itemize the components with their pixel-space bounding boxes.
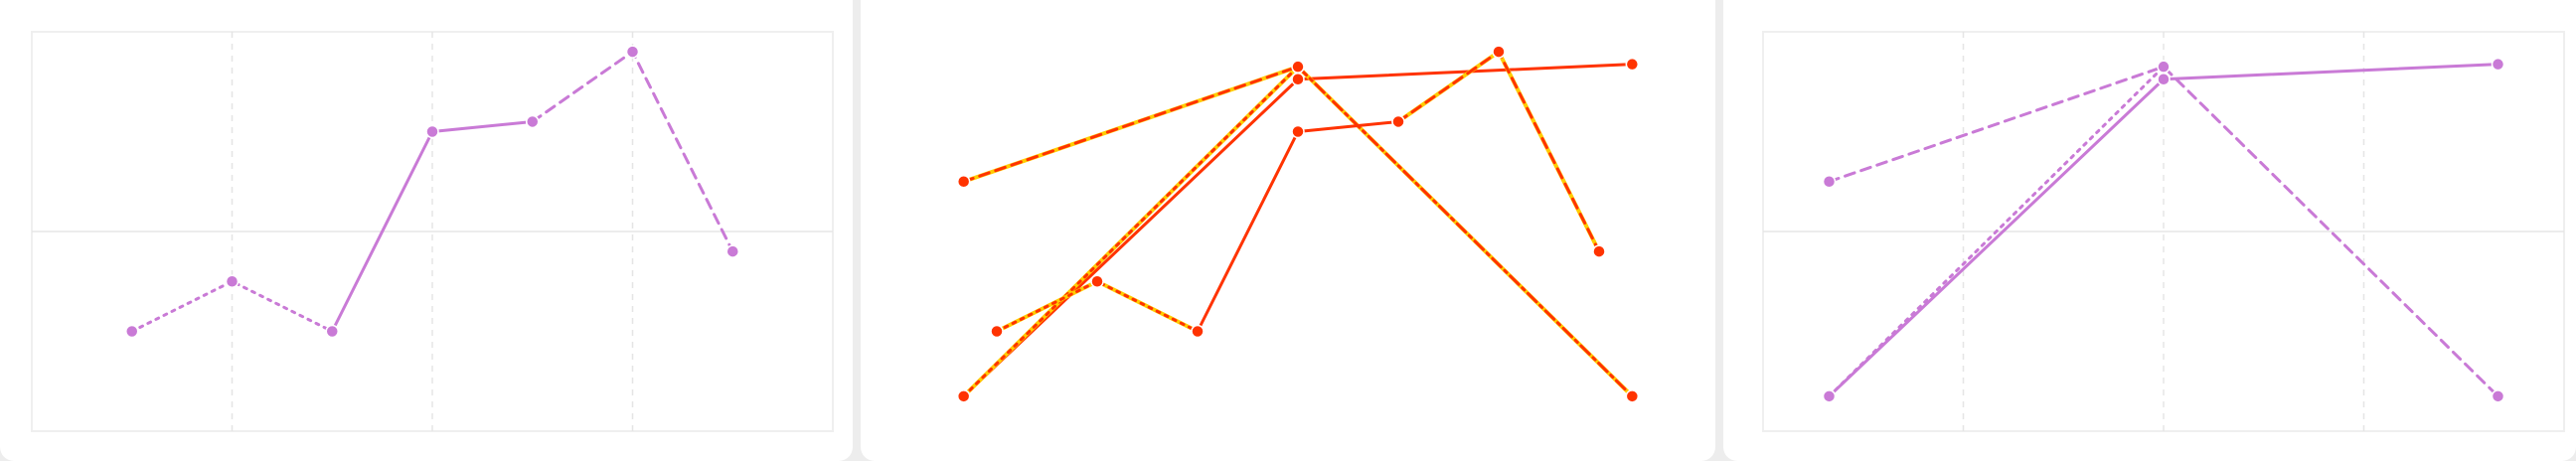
data-point xyxy=(1492,45,1506,59)
data-point xyxy=(1391,114,1405,129)
data-point xyxy=(125,324,139,339)
series-3 xyxy=(956,60,1305,189)
data-point xyxy=(2157,60,2171,74)
data-point xyxy=(1291,72,1305,86)
data-point xyxy=(725,244,739,258)
data-point xyxy=(990,324,1004,339)
data-point xyxy=(625,45,640,59)
data-point xyxy=(1291,60,1305,74)
series-line-underlay xyxy=(995,279,1200,334)
line-chart-right xyxy=(1762,31,2565,432)
series-line xyxy=(962,65,1300,398)
data-point xyxy=(1822,389,1837,403)
data-point xyxy=(1625,57,1640,72)
series-line xyxy=(995,279,1200,333)
line-chart-left xyxy=(31,31,834,432)
grid-group xyxy=(32,32,833,431)
data-point xyxy=(1090,274,1104,288)
line-chart-middle xyxy=(956,45,1640,403)
series-0 xyxy=(1822,57,2505,403)
series-line xyxy=(962,65,1300,184)
chart-panel-right xyxy=(1723,0,2576,461)
data-point xyxy=(526,114,540,129)
grid-group xyxy=(1763,32,2564,431)
data-point xyxy=(2157,72,2171,86)
series-line xyxy=(1196,119,1400,333)
series-line xyxy=(130,279,334,333)
series-line xyxy=(1827,65,2166,398)
series-line xyxy=(1296,65,1634,398)
chart-panel-middle xyxy=(861,0,1715,461)
series-2 xyxy=(526,45,739,258)
data-point xyxy=(1625,389,1640,403)
data-point xyxy=(1191,324,1205,339)
data-point xyxy=(1291,124,1305,139)
series-0 xyxy=(956,57,1640,403)
data-point xyxy=(1592,244,1606,258)
data-point xyxy=(425,124,439,139)
data-point xyxy=(1822,175,1837,189)
series-line xyxy=(1396,50,1601,253)
series-2 xyxy=(1822,60,2505,403)
data-point xyxy=(325,324,339,339)
series-2 xyxy=(1291,60,1640,403)
data-point xyxy=(2491,57,2505,72)
series-1 xyxy=(956,60,1305,403)
data-point xyxy=(225,274,240,288)
chart-panel-left xyxy=(0,0,853,461)
series-line-underlay xyxy=(1396,50,1601,254)
series-4 xyxy=(990,274,1205,339)
data-point xyxy=(956,389,971,403)
series-6 xyxy=(1391,45,1606,258)
data-point xyxy=(2491,389,2505,403)
data-point xyxy=(956,175,971,189)
